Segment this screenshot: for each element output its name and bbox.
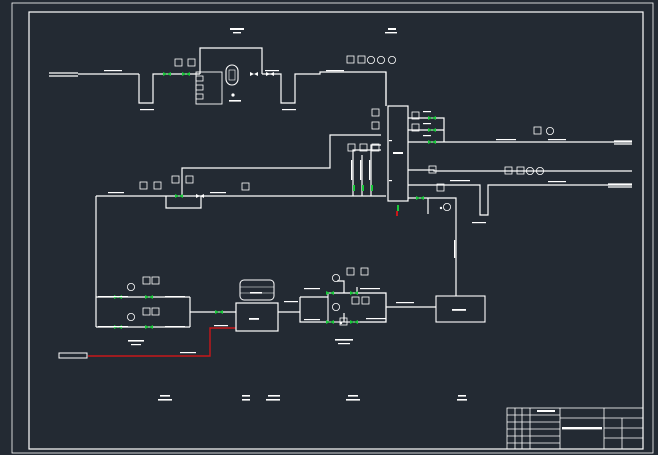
column-vessel xyxy=(387,105,409,202)
top-labels xyxy=(230,28,397,34)
cooler-unit xyxy=(235,279,279,332)
right-reactor-box xyxy=(435,295,486,323)
hot-line xyxy=(88,327,236,357)
line-tags xyxy=(98,70,566,354)
left-top-tank xyxy=(225,64,239,86)
title-block-tag xyxy=(537,410,555,412)
inner-frame xyxy=(28,11,644,450)
column-red-tick xyxy=(396,211,398,216)
piping xyxy=(49,47,632,328)
outer-frame xyxy=(11,2,654,454)
title-block-name-bar xyxy=(562,427,602,430)
bottom-notes xyxy=(158,395,467,401)
title-block xyxy=(506,407,644,450)
left-top-tank-inner xyxy=(228,69,236,81)
filter-housing xyxy=(165,195,202,209)
instruments xyxy=(127,55,555,326)
left-top-tank-label xyxy=(229,100,241,102)
column-vessel-label xyxy=(389,140,403,182)
hot-line-source xyxy=(58,352,88,359)
left-skid-label xyxy=(128,340,144,346)
white-valves xyxy=(196,72,274,198)
pump-dots xyxy=(231,93,443,325)
